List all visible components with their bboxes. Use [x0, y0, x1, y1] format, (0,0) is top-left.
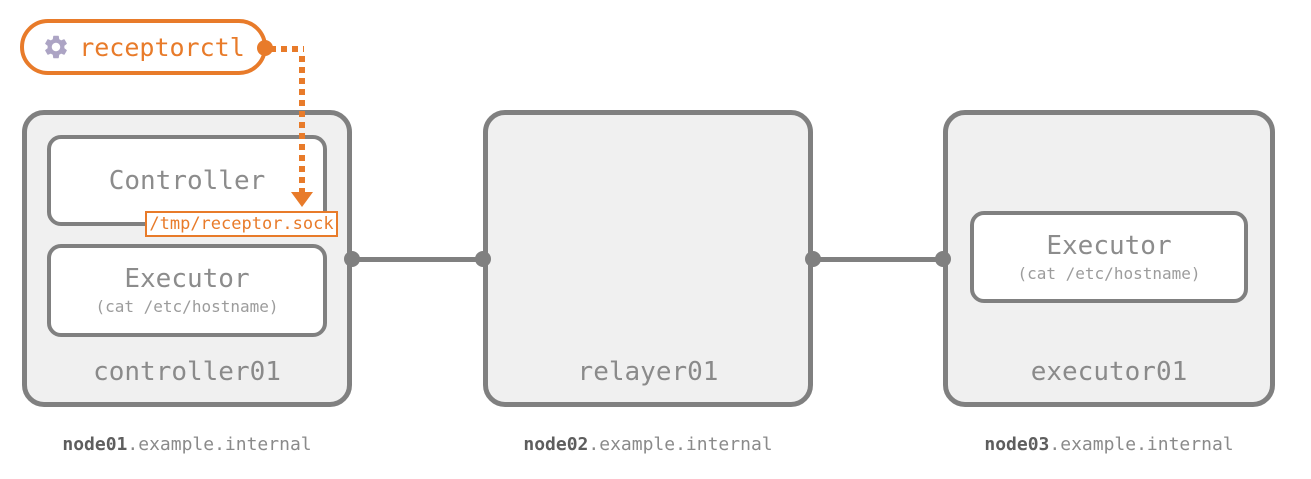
hostname-node02: node02.example.internal [483, 434, 813, 456]
component-subtitle: (cat /etc/hostname) [1017, 263, 1201, 283]
node-box-controller01: Controller Executor (cat /etc/hostname) … [22, 110, 352, 407]
hostname-node03: node03.example.internal [943, 434, 1275, 456]
link-endpoint-dot [935, 251, 951, 267]
hostname-rest: .example.internal [588, 434, 773, 455]
dotted-arrow-vertical [299, 56, 305, 192]
component-box-controller: Controller [47, 135, 327, 226]
hostname-bold: node01 [62, 434, 128, 455]
link-controller-relayer [352, 257, 483, 262]
arrow-head-icon [291, 192, 313, 207]
arrow-origin-dot [257, 40, 273, 56]
component-title: Executor [124, 264, 250, 294]
gear-icon [42, 33, 70, 61]
hostname-rest: .example.internal [127, 434, 312, 455]
dotted-arrow-horizontal [270, 46, 304, 52]
hostname-node01: node01.example.internal [22, 434, 352, 456]
component-subtitle: (cat /etc/hostname) [95, 297, 279, 316]
socket-path-label: /tmp/receptor.sock [145, 211, 338, 237]
hostname-bold: node03 [984, 434, 1050, 455]
node-name-label: relayer01 [577, 357, 719, 387]
link-endpoint-dot [344, 251, 360, 267]
component-title: Controller [108, 165, 266, 196]
node-name-label: controller01 [93, 357, 281, 387]
node-box-executor01: Executor (cat /etc/hostname) executor01 [943, 110, 1275, 407]
link-endpoint-dot [475, 251, 491, 267]
hostname-rest: .example.internal [1049, 434, 1234, 455]
hostname-bold: node02 [523, 434, 589, 455]
receptorctl-label: receptorctl [79, 32, 245, 62]
link-endpoint-dot [805, 251, 821, 267]
component-title: Executor [1046, 230, 1172, 261]
link-relayer-executor [813, 257, 943, 262]
node-box-relayer01: relayer01 [483, 110, 813, 407]
component-box-executor: Executor (cat /etc/hostname) [970, 211, 1248, 303]
receptorctl-pill: receptorctl [20, 19, 267, 75]
component-box-executor: Executor (cat /etc/hostname) [47, 244, 327, 337]
node-name-label: executor01 [1030, 357, 1188, 387]
